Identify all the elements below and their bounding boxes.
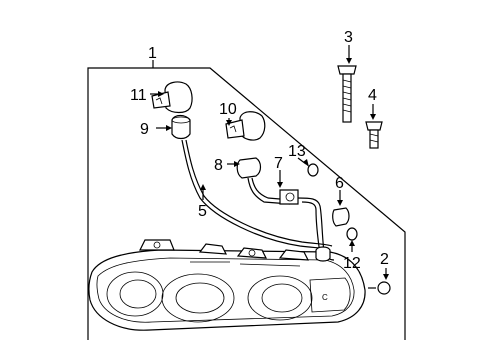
callout-3: 3 (344, 29, 353, 46)
leader-lines (150, 45, 389, 280)
callout-5: 5 (198, 203, 207, 220)
callout-11: 11 (130, 87, 147, 104)
callout-10: 10 (219, 101, 237, 118)
adjuster-2 (368, 281, 391, 295)
assembly-boundary (87, 67, 406, 340)
callout-labels: 1 2 3 4 5 6 7 8 9 10 11 12 13 (130, 29, 389, 272)
callout-1: 1 (148, 45, 157, 62)
bulb-12 (346, 227, 358, 241)
socket-8 (236, 157, 293, 205)
bulb-11 (151, 81, 193, 114)
bulb-10 (225, 111, 266, 141)
callout-2: 2 (380, 251, 389, 268)
callout-4: 4 (368, 87, 377, 104)
socket-6 (297, 197, 350, 262)
callout-6: 6 (335, 175, 344, 192)
svg-text:C: C (322, 293, 328, 302)
callout-8: 8 (214, 157, 223, 174)
callout-9: 9 (140, 121, 149, 138)
bolt-3 (337, 65, 357, 123)
bolt-4 (365, 121, 383, 149)
headlamp-housing: C (88, 239, 366, 331)
callout-12: 12 (343, 255, 361, 272)
callout-13: 13 (288, 143, 306, 160)
connector-7 (279, 189, 299, 205)
bulb-13 (307, 163, 319, 177)
callout-7: 7 (274, 155, 283, 172)
socket-harness-9 (171, 114, 333, 251)
